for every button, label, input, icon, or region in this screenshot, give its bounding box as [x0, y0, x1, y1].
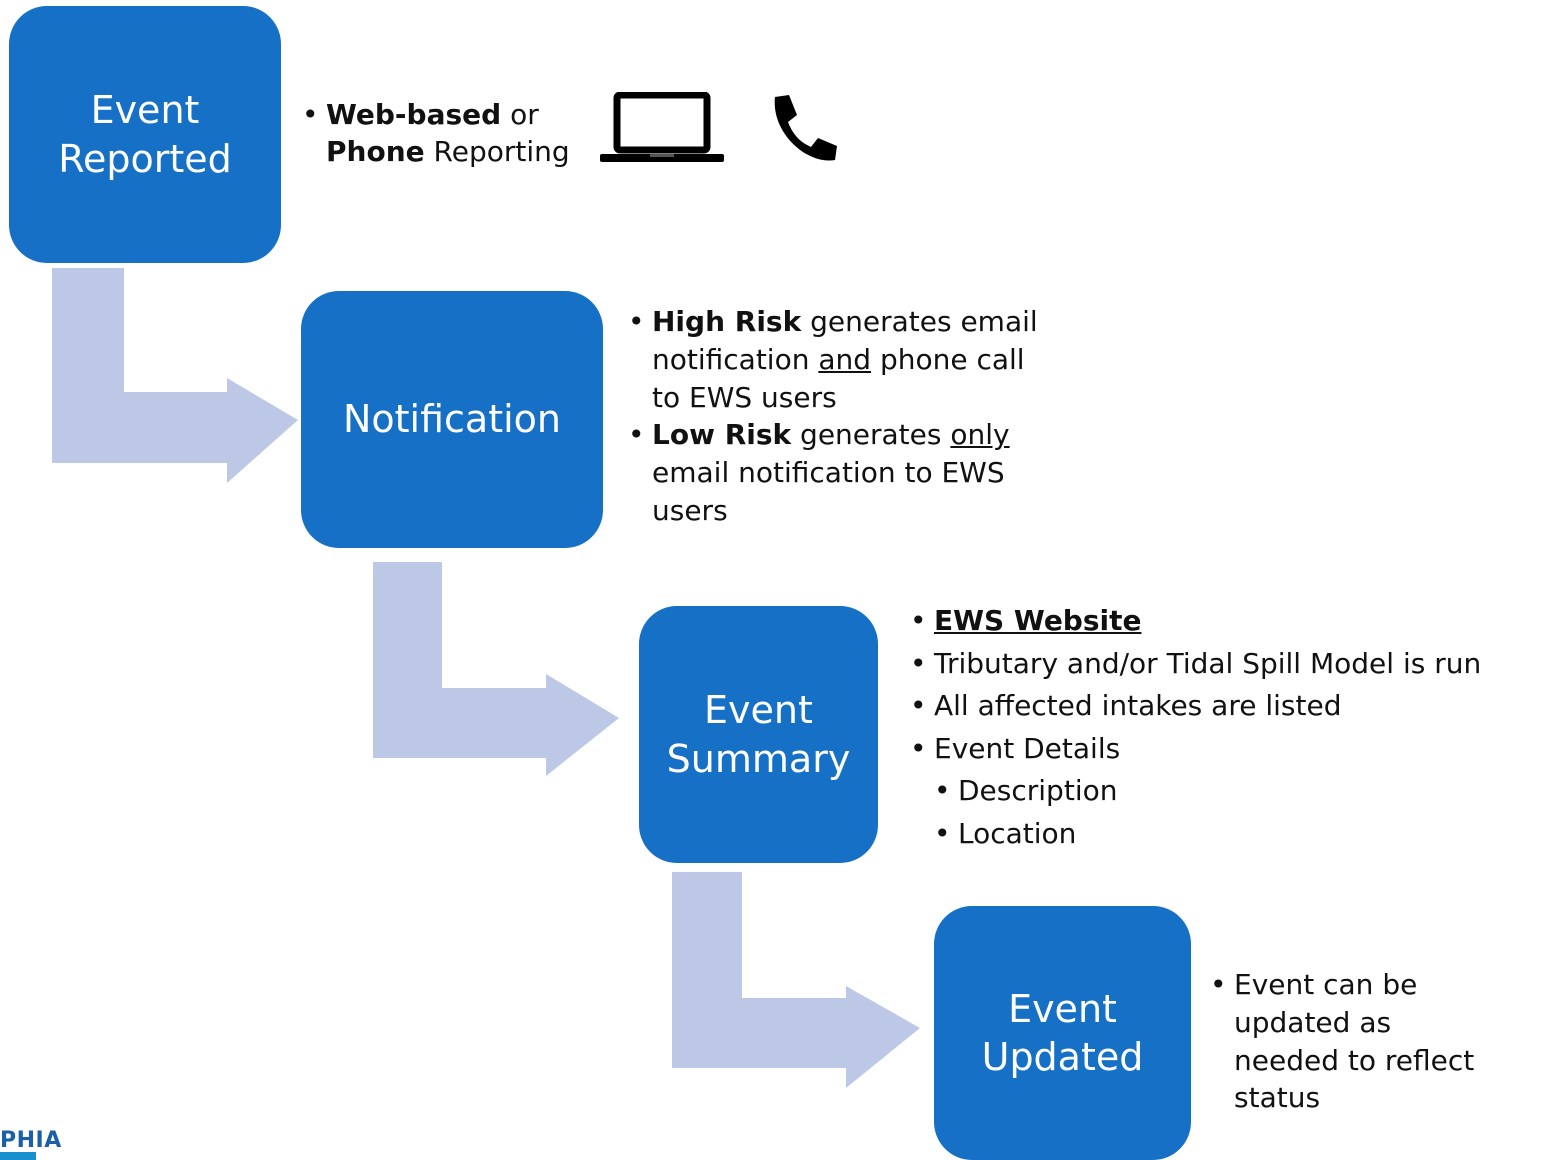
updated-bullets: Event can be updated as needed to reflec… — [1208, 966, 1474, 1117]
text: or — [501, 98, 539, 131]
phone-icon — [774, 95, 837, 161]
text: needed to reflect — [1234, 1043, 1475, 1077]
logo-mark — [0, 1152, 36, 1160]
step-event-summary: Event Summary — [639, 606, 878, 863]
bold-text: Web-based — [326, 98, 502, 131]
logo: PHIA — [0, 1128, 62, 1153]
step-title-line2: Updated — [981, 1035, 1144, 1079]
connector-arrow-3 — [672, 872, 920, 1088]
step-title-line1: Event — [704, 688, 813, 733]
list-item: All affected intakes are listed — [908, 685, 1481, 728]
notification-bullets: High Risk generates email notification a… — [626, 303, 1038, 530]
text: generates email — [801, 305, 1038, 338]
underlined-text: only — [950, 418, 1010, 452]
list-item: Low Risk generates only email notificati… — [626, 416, 1038, 529]
connector-arrow-2 — [373, 562, 619, 776]
underlined-text: and — [818, 342, 872, 376]
list-item: High Risk generates email notification a… — [626, 303, 1038, 416]
text: updated as — [1234, 1005, 1392, 1039]
bold-text: Phone — [326, 134, 425, 168]
ews-website-link[interactable]: EWS Website — [934, 604, 1142, 637]
summary-bullets: EWS Website Tributary and/or Tidal Spill… — [908, 600, 1481, 855]
step-title-line2: Summary — [666, 736, 851, 781]
text: Event can be — [1234, 968, 1418, 1001]
step-title-line1: Event — [1008, 986, 1117, 1031]
text: phone call — [871, 342, 1025, 376]
list-item: EWS Website — [908, 600, 1481, 643]
text: to EWS users — [652, 380, 837, 414]
bold-text: High Risk — [652, 305, 802, 338]
step-notification: Notification — [301, 291, 603, 548]
text: notification — [652, 342, 819, 376]
step-event-reported: Event Reported — [9, 6, 281, 263]
text: email notification to EWS — [652, 456, 1005, 490]
list-item: Description — [932, 770, 1481, 813]
step-title-line2: Reported — [58, 136, 232, 181]
list-item: Location — [932, 813, 1481, 856]
connector-arrow-1 — [52, 268, 298, 483]
text: generates — [791, 418, 951, 452]
step-title-line1: Notification — [342, 397, 562, 442]
list-item: Tributary and/or Tidal Spill Model is ru… — [908, 643, 1481, 686]
list-item: Event Details — [908, 728, 1481, 771]
list-item: Web-based or Phone Reporting — [300, 97, 570, 171]
list-item: Event can be updated as needed to reflec… — [1208, 966, 1474, 1117]
step-title-line1: Event — [90, 88, 200, 133]
step-event-updated: Event Updated — [934, 906, 1191, 1160]
text: Reporting — [424, 134, 570, 168]
text: status — [1234, 1081, 1321, 1115]
laptop-icon — [600, 92, 724, 162]
reported-bullets: Web-based or Phone Reporting — [300, 97, 570, 171]
text: users — [652, 493, 728, 527]
bold-text: Low Risk — [652, 418, 792, 452]
